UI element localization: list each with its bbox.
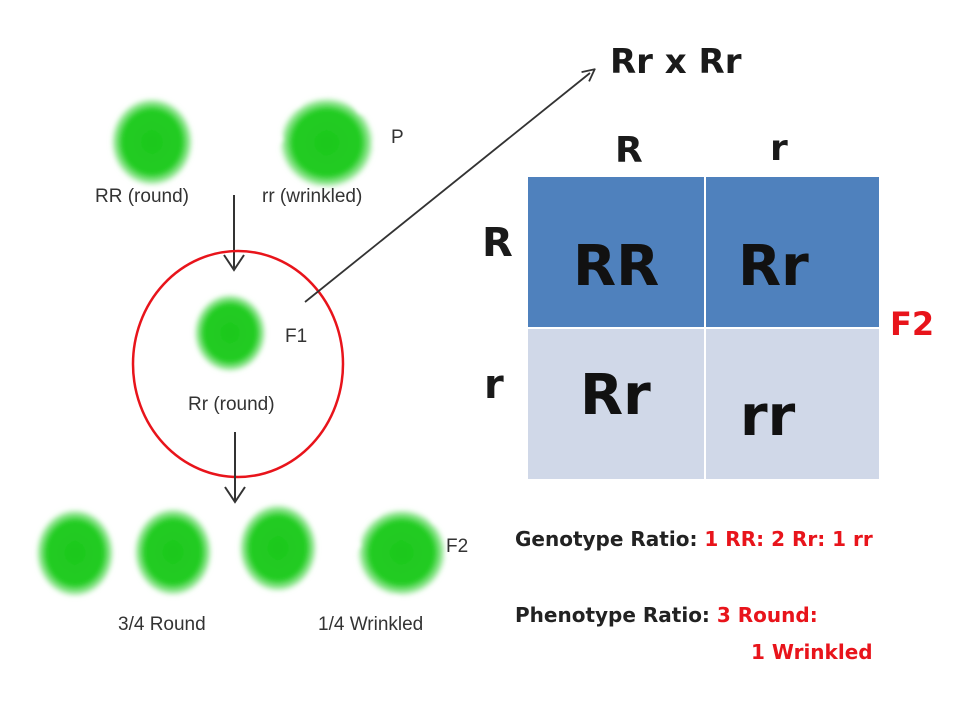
pea-round-parent xyxy=(110,97,194,187)
phenotype-ratio-label: Phenotype Ratio: xyxy=(515,603,710,627)
punnett-cell-bg-bottom-right xyxy=(706,329,879,479)
punnett-cell-heterozygous-bottom: Rr xyxy=(580,363,651,428)
pointer-arrow xyxy=(304,73,590,303)
cross-title: Rr x Rr xyxy=(610,42,742,82)
column-header-dominant: R xyxy=(615,130,643,171)
pea-wrinkled-parent xyxy=(278,96,376,190)
punnett-cell-bg-rr-top-left xyxy=(528,177,704,327)
genotype-ratio-label: Genotype Ratio: xyxy=(515,527,698,551)
punnett-cell-rr-recessive: rr xyxy=(740,384,796,449)
f2-round-label: 3/4 Round xyxy=(118,614,206,635)
punnett-generation-label: F2 xyxy=(890,305,935,343)
pea-wrinkled-f2 xyxy=(356,508,448,598)
punnett-cell-bg-top-right xyxy=(706,177,879,327)
genotype-ratio: Genotype Ratio: 1 RR: 2 Rr: 1 rr xyxy=(515,527,873,551)
pea-round-f1 xyxy=(193,293,267,373)
pea-round-f2-2 xyxy=(133,507,213,597)
punnett-cell-heterozygous-top: Rr xyxy=(738,234,809,299)
punnett-cell-bg-bottom-left xyxy=(528,329,704,479)
pea-round-f2-3 xyxy=(238,503,318,593)
punnett-cell-rr-dominant: RR xyxy=(573,234,660,299)
parent-round-label: RR (round) xyxy=(95,186,189,207)
f1-generation-label: F1 xyxy=(285,326,308,347)
phenotype-ratio-value-line2: 1 Wrinkled xyxy=(751,640,873,664)
f1-label: Rr (round) xyxy=(188,394,275,415)
row-header-dominant: R xyxy=(482,220,513,266)
row-header-recessive: r xyxy=(484,362,504,408)
f2-wrinkled-label: 1/4 Wrinkled xyxy=(318,614,424,635)
genotype-ratio-value: 1 RR: 2 Rr: 1 rr xyxy=(704,527,873,551)
parent-generation-label: P xyxy=(391,127,404,148)
pea-round-f2-1 xyxy=(35,508,115,598)
phenotype-ratio-value-line1: 3 Round: xyxy=(716,603,818,627)
f2-generation-label: F2 xyxy=(446,536,469,557)
phenotype-ratio: Phenotype Ratio: 3 Round: xyxy=(515,603,818,627)
column-header-recessive: r xyxy=(770,128,788,169)
f1-highlight-circle xyxy=(131,249,345,479)
parent-wrinkled-label: rr (wrinkled) xyxy=(262,186,363,207)
